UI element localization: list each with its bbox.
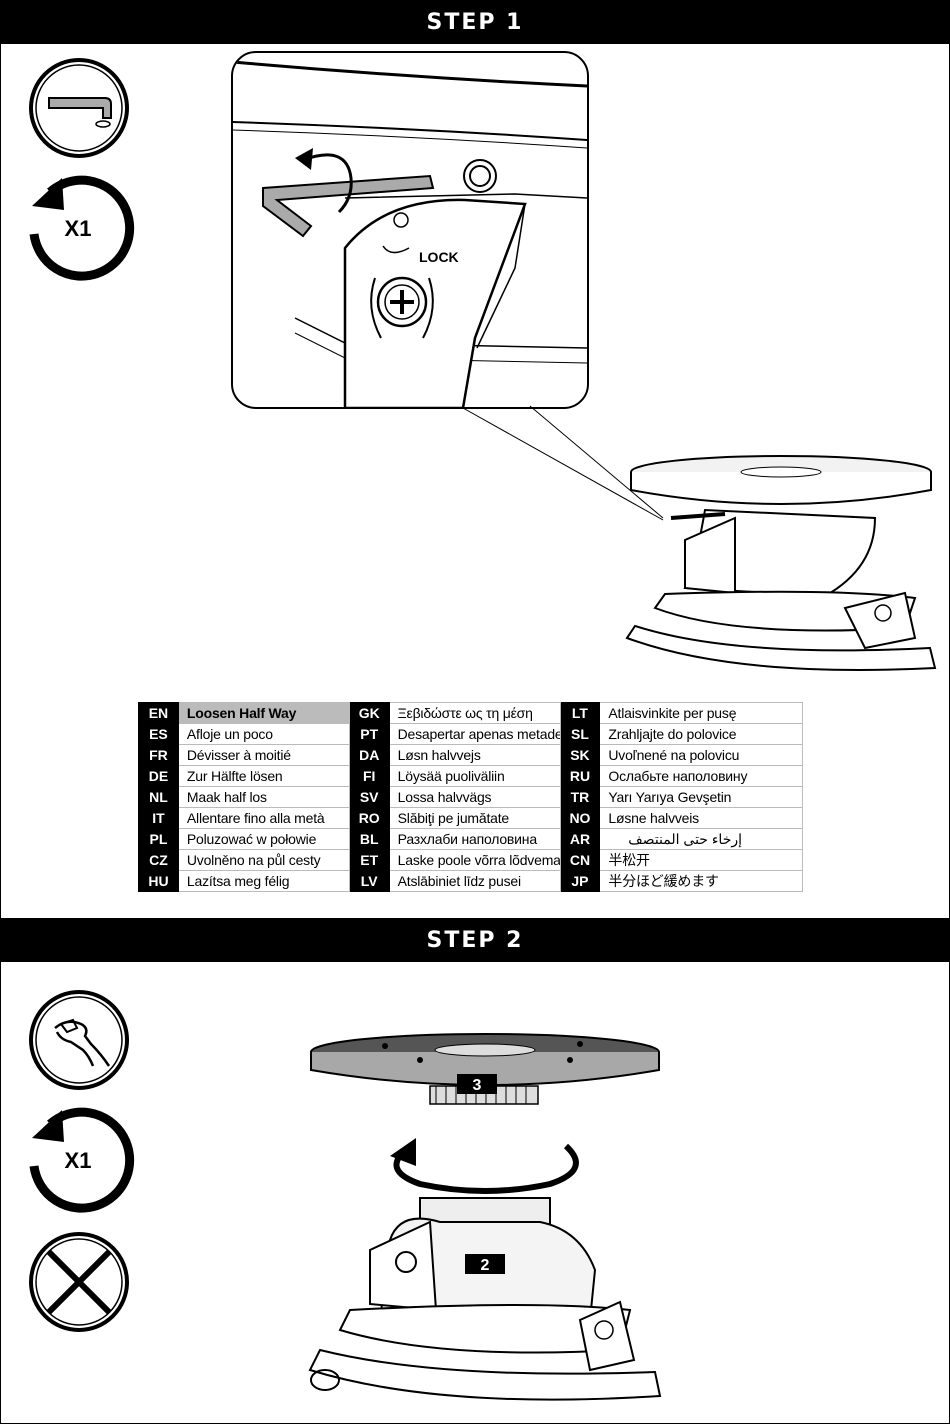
language-code: DA bbox=[348, 744, 390, 766]
language-code: LV bbox=[348, 870, 390, 892]
translation-text: Løsne halvveis bbox=[599, 807, 803, 829]
translation-text: Afloje un poco bbox=[177, 723, 350, 745]
translation-text: Yarı Yarıya Gevşetin bbox=[599, 786, 803, 808]
language-code: NO bbox=[559, 807, 601, 829]
counter-clockwise-arrow-icon: X1 bbox=[29, 1107, 135, 1213]
step1-repeat-label: X1 bbox=[65, 216, 92, 241]
language-code: SV bbox=[348, 786, 390, 808]
translation-text: Zrahljajte do polovice bbox=[599, 723, 803, 745]
language-code: CN bbox=[559, 849, 601, 871]
step1-illustration: LOCK bbox=[231, 51, 937, 671]
hand-icon bbox=[29, 990, 129, 1090]
language-code: RU bbox=[559, 765, 601, 787]
language-code: FI bbox=[348, 765, 390, 787]
step2-header: STEP 2 bbox=[0, 918, 950, 962]
translation-text: Løsn halvvejs bbox=[388, 744, 561, 766]
translation-text: Zur Hälfte lösen bbox=[177, 765, 350, 787]
translation-text: Lossa halvvägs bbox=[388, 786, 561, 808]
language-code: EN bbox=[138, 702, 179, 724]
no-tool-x-icon bbox=[29, 1232, 129, 1332]
part-label-3: 3 bbox=[473, 1077, 482, 1094]
translation-text: Atlaisvinkite per pusę bbox=[599, 702, 803, 724]
translation-text: Ξεβιδώστε ως τη μέση bbox=[388, 702, 561, 724]
translation-text: Loosen Half Way bbox=[177, 702, 350, 724]
language-code: PT bbox=[348, 723, 390, 745]
language-code: CZ bbox=[138, 849, 179, 871]
translation-text: Maak half los bbox=[177, 786, 350, 808]
language-code: TR bbox=[559, 786, 601, 808]
language-code: SL bbox=[559, 723, 601, 745]
language-code: HU bbox=[138, 870, 179, 892]
translation-text: Slăbiţi pe jumătate bbox=[388, 807, 561, 829]
language-code: PL bbox=[138, 828, 179, 850]
hex-key-icon bbox=[29, 58, 129, 158]
language-code: DE bbox=[138, 765, 179, 787]
language-code: BL bbox=[348, 828, 390, 850]
language-code: NL bbox=[138, 786, 179, 808]
translation-text: Lazítsa meg félig bbox=[177, 870, 350, 892]
language-code: SK bbox=[559, 744, 601, 766]
translation-text: 半松开 bbox=[599, 849, 803, 871]
translation-text: Uvoľnené na polovicu bbox=[599, 744, 803, 766]
translation-text: Poluzować w połowie bbox=[177, 828, 350, 850]
translation-text: Löysää puoliväliin bbox=[388, 765, 561, 787]
language-code: ET bbox=[348, 849, 390, 871]
translation-text: Atslābiniet līdz pusei bbox=[388, 870, 561, 892]
language-code: AR bbox=[559, 828, 601, 850]
translation-text: Uvolněno na půl cesty bbox=[177, 849, 350, 871]
language-code: RO bbox=[348, 807, 390, 829]
step1-title: STEP 1 bbox=[426, 9, 524, 35]
step2-illustration: 3 2 bbox=[308, 1033, 662, 1401]
step2-repeat-label: X1 bbox=[65, 1148, 92, 1173]
language-code: ES bbox=[138, 723, 179, 745]
counter-clockwise-arrow-icon: X1 bbox=[29, 175, 135, 281]
step2-title: STEP 2 bbox=[426, 927, 524, 953]
translation-text: إرخاء حتى المنتصف bbox=[599, 828, 803, 850]
translation-text: Разхлаби наполовина bbox=[388, 828, 561, 850]
language-code: IT bbox=[138, 807, 179, 829]
part-label-2: 2 bbox=[481, 1257, 490, 1274]
lock-label: LOCK bbox=[419, 249, 459, 265]
step1-header: STEP 1 bbox=[0, 0, 950, 44]
translation-text: 半分ほど緩めます bbox=[599, 870, 803, 892]
language-code: GK bbox=[348, 702, 390, 724]
language-code: FR bbox=[138, 744, 179, 766]
translation-text: Ослабьте наполовину bbox=[599, 765, 803, 787]
translation-text: Desapertar apenas metade bbox=[388, 723, 561, 745]
language-code: JP bbox=[559, 870, 601, 892]
translation-text: Dévisser à moitié bbox=[177, 744, 350, 766]
translation-text: Laske poole võrra lõdvemaks. bbox=[388, 849, 561, 871]
translation-text: Allentare fino alla metà bbox=[177, 807, 350, 829]
language-code: LT bbox=[559, 702, 601, 724]
